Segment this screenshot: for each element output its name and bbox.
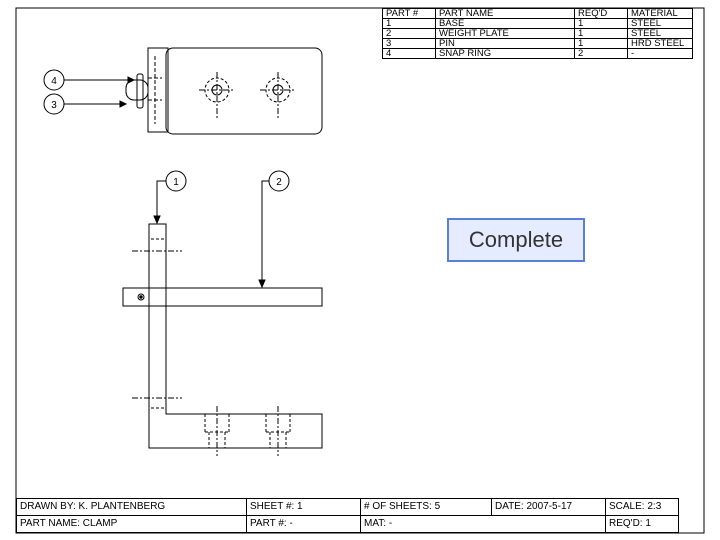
bom-cell: - — [627, 48, 693, 59]
bom-cell: WEIGHT PLATE — [435, 28, 575, 39]
bom-cell: PIN — [435, 38, 575, 49]
bom-cell: 1 — [574, 28, 628, 39]
leader-3-arrow — [119, 100, 128, 108]
bom-cell: 1 — [574, 18, 628, 29]
material: MAT: - — [360, 515, 606, 533]
bom-cell: 1 — [382, 18, 436, 29]
hole-right — [260, 72, 296, 120]
top-view-plate — [165, 47, 323, 135]
bom-cell: 1 — [574, 38, 628, 49]
bom-header-cell: PART NAME — [435, 8, 575, 19]
top-view-upright — [147, 47, 169, 133]
leader-1 — [156, 180, 166, 222]
balloon-2-label: 2 — [276, 177, 282, 188]
bom-cell: 3 — [382, 38, 436, 49]
complete-button[interactable]: Complete — [447, 218, 585, 262]
sheet-number: SHEET #: 1 — [246, 498, 361, 516]
bill-of-materials: PART # PART NAME REQ'D MATERIAL 1 BASE 1… — [382, 8, 693, 59]
weight-plate — [122, 287, 323, 307]
leader-4-arrow — [127, 76, 136, 84]
sheet-border — [15, 7, 705, 534]
balloon-3-label: 3 — [51, 100, 57, 111]
part-name: PART NAME: CLAMP — [16, 515, 247, 533]
bom-row: 1 BASE 1 STEEL — [382, 18, 693, 29]
hole-left — [199, 72, 235, 120]
bom-header-cell: MATERIAL — [627, 8, 693, 19]
number-of-sheets: # OF SHEETS: 5 — [360, 498, 492, 516]
date: DATE: 2007-5-17 — [491, 498, 606, 516]
bom-cell: SNAP RING — [435, 48, 575, 59]
bom-cell: 2 — [574, 48, 628, 59]
drawn-by: DRAWN BY: K. PLANTENBERG — [16, 498, 247, 516]
required-quantity: REQ'D: 1 — [605, 515, 679, 533]
bom-header-cell: REQ'D — [574, 8, 628, 19]
bom-cell: STEEL — [627, 18, 693, 29]
bom-cell: 4 — [382, 48, 436, 59]
bom-header-row: PART # PART NAME REQ'D MATERIAL — [382, 8, 693, 19]
bom-cell: HRD STEEL — [627, 38, 693, 49]
bom-row: 2 WEIGHT PLATE 1 STEEL — [382, 28, 693, 39]
leader-2 — [261, 180, 269, 286]
snap-ring — [136, 73, 144, 109]
base-profile — [148, 223, 323, 449]
bom-header-cell: PART # — [382, 8, 436, 19]
balloon-1-label: 1 — [173, 177, 179, 188]
bom-cell: STEEL — [627, 28, 693, 39]
bom-row: 4 SNAP RING 2 - — [382, 48, 693, 59]
bom-row: 3 PIN 1 HRD STEEL — [382, 38, 693, 49]
part-number: PART #: - — [246, 515, 361, 533]
bom-cell: BASE — [435, 18, 575, 29]
balloon-4-label: 4 — [51, 76, 57, 87]
pin-end — [137, 293, 145, 301]
bom-cell: 2 — [382, 28, 436, 39]
title-block: DRAWN BY: K. PLANTENBERG SHEET #: 1 # OF… — [16, 498, 679, 533]
leader-2-arrow — [258, 279, 266, 289]
top-view — [125, 47, 323, 135]
leader-1-arrow — [153, 215, 161, 225]
base-hole-right — [265, 406, 291, 456]
front-view — [122, 223, 323, 456]
base-hole-left — [204, 406, 230, 456]
scale: SCALE: 2:3 — [605, 498, 679, 516]
